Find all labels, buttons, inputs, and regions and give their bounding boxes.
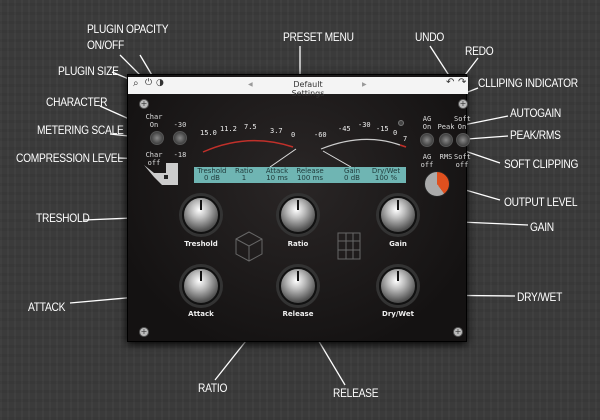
treshold-knob[interactable]: [182, 196, 220, 234]
grid-icon: [337, 232, 361, 260]
meter-in-tick: 0: [291, 131, 296, 139]
annotation-plugin-size: PLUGIN SIZE: [58, 64, 119, 78]
screw-icon: +: [458, 99, 468, 109]
undo-button[interactable]: ↶: [446, 77, 455, 88]
annotation-autogain: AUTOGAIN: [510, 106, 562, 120]
lcd-label: Treshold: [197, 167, 227, 175]
annotation-on-off: ON/OFF: [87, 38, 125, 52]
plugin-header: ⌕ ⏻ ◑ ◀ Default Settings ▶ ↶ ↷: [128, 77, 468, 98]
screw-icon: +: [453, 327, 463, 337]
lcd-value: 1: [241, 174, 247, 182]
meter-out-tick: 7: [403, 135, 408, 143]
lcd-value: 100 ms: [296, 174, 324, 182]
annotation-clipping-indicator: CLLIPING INDICATOR: [478, 76, 578, 90]
power-icon[interactable]: ⏻: [145, 78, 153, 88]
scale-bottom-label: -18: [173, 151, 187, 159]
meter-out-tick: -45: [338, 125, 351, 133]
peak-rms-switch[interactable]: [439, 133, 453, 147]
meter-in-tick: 15.0: [200, 129, 217, 137]
gain-label: Gain: [389, 240, 407, 248]
lcd-label: Ratio: [235, 167, 253, 175]
screw-icon: +: [139, 327, 149, 337]
lcd-label: Dry/Wet: [371, 167, 401, 175]
meter-out-tick: -60: [314, 131, 327, 139]
output-level-indicator: [424, 171, 450, 197]
dry-wet-label: Dry/Wet: [382, 310, 414, 318]
zoom-icon[interactable]: ⌕: [133, 78, 139, 89]
annotation-soft-clipping: SOFT CLIPPING: [504, 157, 579, 171]
compressor-plugin: ⌕ ⏻ ◑ ◀ Default Settings ▶ ↶ ↷ + + + + C…: [127, 74, 471, 342]
compression-meter: [202, 139, 297, 167]
meter-in-tick: 3.7: [270, 127, 283, 135]
annotation-gain: GAIN: [530, 220, 554, 234]
meter-in-tick: 11.2: [220, 125, 237, 133]
annotation-metering-scale: METERING SCALE: [37, 123, 124, 137]
autogain-switch[interactable]: [420, 133, 434, 147]
char-off-label: Char off: [145, 151, 163, 167]
ag-off-label: AG off: [420, 153, 434, 169]
clipping-indicator: [398, 120, 404, 126]
screw-icon: +: [139, 99, 149, 109]
annotation-plugin-opacity: PLUGIN OPACITY: [87, 22, 169, 36]
dry-wet-knob[interactable]: [379, 267, 417, 305]
metering-scale-switch[interactable]: [173, 131, 187, 145]
opacity-icon[interactable]: ◑: [156, 78, 164, 88]
lcd-value: 0 dB: [344, 174, 360, 182]
annotation-peak-rms: PEAK/RMS: [510, 128, 561, 142]
logo-icon: [144, 163, 178, 185]
treshold-label: Treshold: [184, 240, 218, 248]
character-switch[interactable]: [150, 131, 164, 145]
annotation-attack: ATTACK: [28, 300, 66, 314]
attack-label: Attack: [188, 310, 214, 318]
peak-label: Peak: [437, 123, 455, 131]
redo-button[interactable]: ↷: [458, 77, 467, 88]
output-meter: [320, 138, 407, 167]
rms-label: RMS: [439, 153, 453, 161]
lcd-value: 10 ms: [266, 174, 288, 182]
annotation-compression-level: COMPRESSION LEVEL: [16, 151, 123, 165]
preset-next-button[interactable]: ▶: [362, 81, 367, 88]
lcd-label: Attack: [265, 167, 289, 175]
char-on-label: Char On: [145, 113, 163, 129]
meter-out-tick: -30: [358, 121, 371, 129]
meter-in-tick: 7.5: [244, 123, 257, 131]
lcd-label: Gain: [343, 167, 361, 175]
annotation-dry-wet: DRY/WET: [517, 290, 563, 304]
meter-out-tick: -15: [376, 125, 389, 133]
release-knob[interactable]: [279, 267, 317, 305]
annotation-undo: UNDO: [415, 30, 445, 44]
annotation-character: CHARACTER: [46, 95, 108, 109]
ratio-knob[interactable]: [279, 196, 317, 234]
meter-out-tick: 0: [393, 129, 398, 137]
annotation-treshold: TRESHOLD: [36, 211, 90, 225]
attack-knob[interactable]: [182, 267, 220, 305]
preset-prev-button[interactable]: ◀: [248, 81, 253, 88]
ratio-label: Ratio: [287, 240, 309, 248]
gain-knob[interactable]: [379, 196, 417, 234]
annotation-output-level: OUTPUT LEVEL: [504, 195, 578, 209]
annotation-preset-menu: PRESET MENU: [283, 30, 354, 44]
lcd-value: 0 dB: [204, 174, 220, 182]
annotation-release: RELEASE: [333, 386, 379, 400]
scale-top-label: -30: [173, 121, 187, 129]
preset-menu[interactable]: Default Settings: [291, 80, 325, 98]
soft-off-label: Soft off: [454, 153, 471, 169]
ag-on-label: AG On: [422, 115, 432, 131]
annotation-redo: REDO: [465, 44, 494, 58]
cube-icon: [235, 231, 263, 262]
annotation-ratio: RATIO: [198, 381, 228, 395]
release-label: Release: [282, 310, 314, 318]
lcd-value: 100 %: [374, 174, 398, 182]
lcd-label: Release: [296, 167, 324, 175]
soft-on-label: Soft On: [454, 115, 471, 131]
soft-clipping-switch[interactable]: [456, 133, 470, 147]
